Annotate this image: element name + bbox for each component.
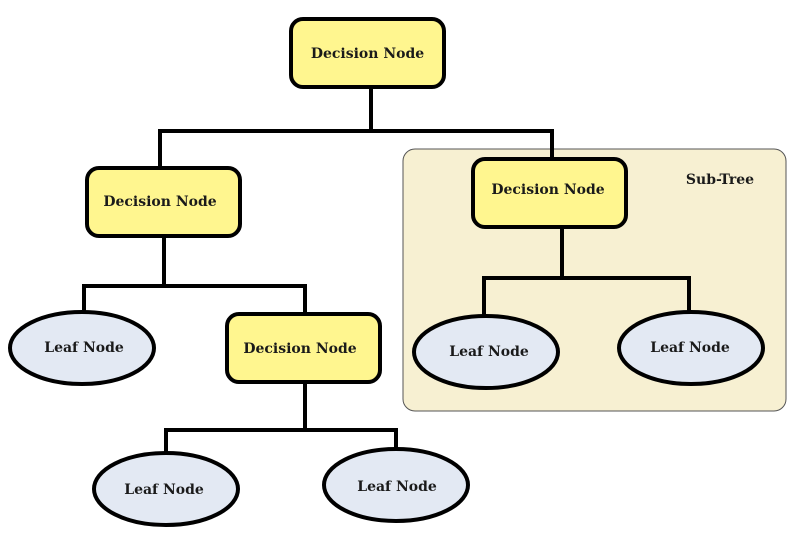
decision-node-box [225,312,382,384]
decision-node-label: Decision Node [243,341,356,357]
decision-node-box [471,157,628,229]
decision-node-root: Decision Node [289,17,446,89]
leaf-node-label: Leaf Node [449,344,529,360]
leaf-node-shape [617,310,765,386]
decision-node-right: Decision Node [471,157,628,229]
decision-node-label: Decision Node [311,46,424,62]
leaf-node-left: Leaf Node [8,310,156,386]
leaf-node-label: Leaf Node [44,340,124,356]
decision-node-left: Decision Node [85,166,242,238]
leaf-node-shape [8,310,156,386]
decision-node-label: Decision Node [103,194,216,210]
leaf-node-bottom-2: Leaf Node [322,447,470,523]
leaf-node-label: Leaf Node [124,482,204,498]
leaf-node-shape [322,447,470,523]
leaf-node-shape [412,314,560,390]
decision-node-label: Decision Node [491,182,604,198]
decision-node-box [85,166,242,238]
leaf-node-right-1: Leaf Node [412,314,560,390]
connectors [82,84,691,456]
leaf-node-label: Leaf Node [650,340,730,356]
leaf-node-label: Leaf Node [357,479,437,495]
leaf-node-shape [92,451,240,527]
leaf-node-right-2: Leaf Node [617,310,765,386]
decision-node-box [289,17,446,89]
decision-node-left-mid: Decision Node [225,312,382,384]
leaf-node-bottom-1: Leaf Node [92,451,240,527]
subtree-label: Sub-Tree [686,172,754,188]
